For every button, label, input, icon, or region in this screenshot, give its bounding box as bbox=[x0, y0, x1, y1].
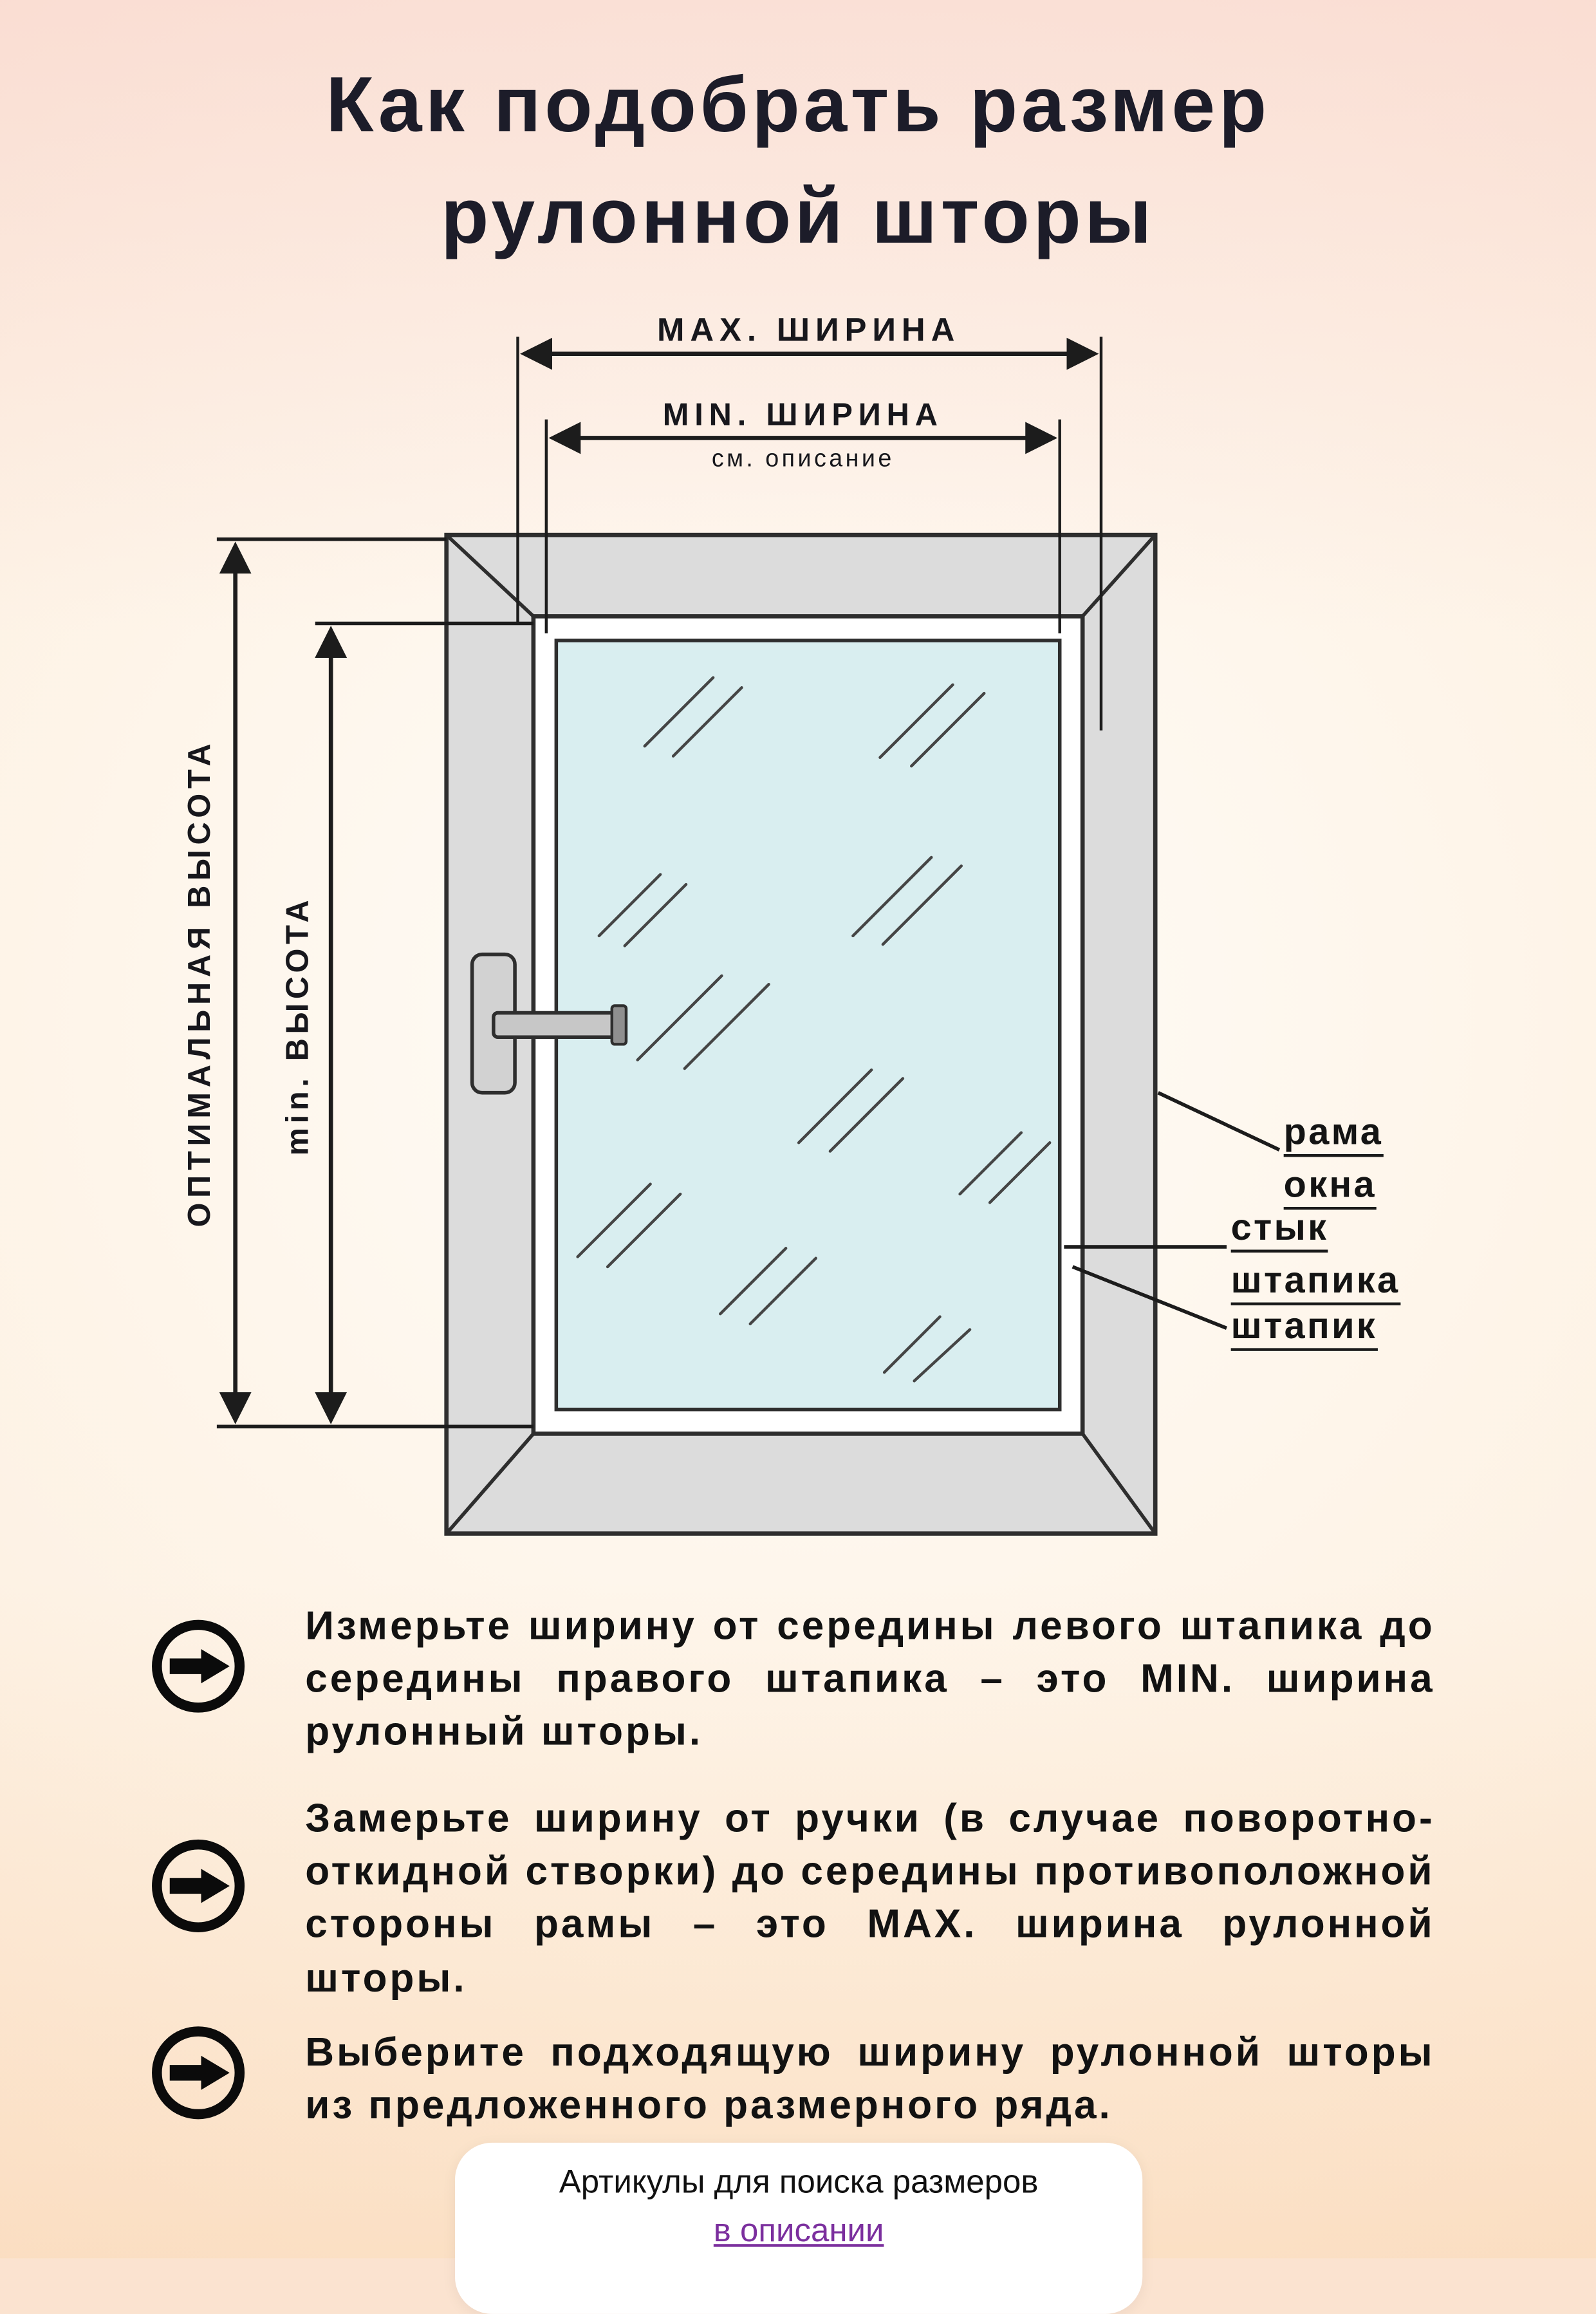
footer-card: Артикулы для поиска размеров в описании bbox=[454, 2142, 1143, 2314]
page-title: Как подобрать размер рулонной шторы bbox=[0, 48, 1596, 271]
step-3-text: Выберите подходящую ширину рулонной штор… bbox=[305, 2029, 1435, 2128]
bead-annotation: штапик bbox=[1230, 1307, 1378, 1359]
bead-annotation-line1: штапик bbox=[1230, 1307, 1378, 1351]
min-height-label: min. ВЫСОТА bbox=[279, 895, 315, 1156]
leader-line-frame bbox=[1157, 1091, 1281, 1152]
frame-annotation: рама окна bbox=[1283, 1113, 1384, 1218]
bead-joint-annotation-line1: стык bbox=[1230, 1208, 1329, 1253]
arrow-bullet-icon bbox=[152, 1839, 245, 1932]
page-title-line1: Как подобрать размер bbox=[326, 60, 1270, 149]
arrow-bullet-icon bbox=[152, 1619, 245, 1713]
frame-annotation-line2: окна bbox=[1283, 1166, 1377, 1210]
extension-lines bbox=[516, 337, 1103, 731]
glass-reflection-lines bbox=[576, 676, 1052, 1383]
min-width-note: см. описание bbox=[711, 445, 895, 472]
window-measurement-diagram bbox=[216, 337, 1281, 1536]
max-width-label: MAX. ШИРИНА bbox=[657, 311, 961, 348]
min-width-label: MIN. ШИРИНА bbox=[662, 397, 943, 433]
tick-lines bbox=[216, 537, 534, 1429]
leader-lines bbox=[1064, 1091, 1281, 1330]
step-1-text: Измерьте ширину от середины левого штапи… bbox=[305, 1603, 1435, 1754]
bead-joint-annotation: стык штапика bbox=[1230, 1208, 1400, 1314]
frame-annotation-line1: рама bbox=[1283, 1113, 1384, 1157]
footer-description-link[interactable]: в описании bbox=[713, 2211, 884, 2248]
optimal-height-label: ОПТИМАЛЬНАЯ ВЫСОТА bbox=[181, 738, 217, 1227]
step-2-text: Замерьте ширину от ручки (в случае повор… bbox=[305, 1796, 1435, 2000]
page-title-line2: рулонной шторы bbox=[440, 171, 1156, 260]
footer-text: Артикулы для поиска размеров bbox=[559, 2162, 1039, 2200]
leader-line-bead bbox=[1072, 1265, 1228, 1330]
bead-joint-annotation-line2: штапика bbox=[1230, 1261, 1400, 1305]
window-handle bbox=[470, 952, 628, 1095]
window-glass bbox=[554, 639, 1062, 1412]
arrow-bullet-icon bbox=[152, 2026, 245, 2120]
